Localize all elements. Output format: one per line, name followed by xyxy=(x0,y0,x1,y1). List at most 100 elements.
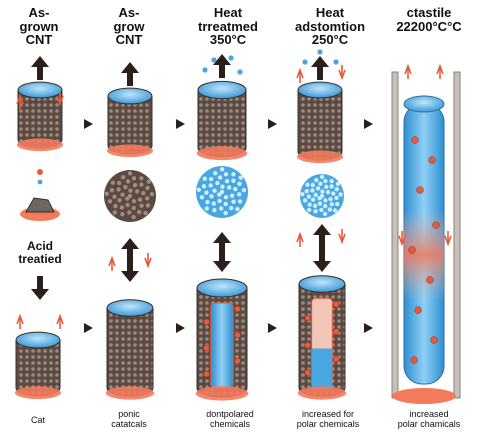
heat-sphere-dot xyxy=(229,193,235,198)
cnt-bottom-4-particle xyxy=(304,369,311,376)
heat-sphere-dot xyxy=(205,199,210,205)
cluster-sphere-dot xyxy=(304,188,309,194)
cluster-sphere-dot xyxy=(331,191,336,196)
heat-sphere-dot xyxy=(208,176,214,182)
cnt-bottom-1-cap xyxy=(15,331,61,349)
column-particle xyxy=(411,136,419,144)
cnt-bottom-3-base xyxy=(195,386,249,401)
column-particle xyxy=(408,246,416,254)
double-arrow-2-shaft xyxy=(127,248,133,272)
double-arrow-4-head-down xyxy=(313,261,331,272)
heat-sphere-dot xyxy=(233,186,238,192)
heat-sphere-dot xyxy=(204,190,209,195)
column-base xyxy=(392,388,456,404)
column-cap xyxy=(403,95,445,113)
catalyst-sphere-dot xyxy=(131,205,136,211)
catalyst-sphere-dot xyxy=(145,185,150,191)
rise-arrow-2 xyxy=(121,62,139,86)
catalyst-sphere-dot xyxy=(110,180,116,185)
cnt-bottom-2-base xyxy=(105,386,155,400)
catalyst-sphere-dot xyxy=(125,196,130,201)
heat-sphere-dot xyxy=(219,167,225,172)
heat-sphere-dot xyxy=(223,210,228,216)
cluster-sphere-dot xyxy=(334,186,340,192)
catalyst-sphere-dot xyxy=(139,176,144,181)
drop-blue xyxy=(37,179,43,185)
rise-arrow-2-head xyxy=(121,62,139,73)
cnt-top-3-cap xyxy=(197,80,247,100)
cnt-bottom-3-particle xyxy=(203,318,210,326)
cluster-sphere-dot xyxy=(335,201,340,207)
cnt-bottom-3-particle xyxy=(203,370,210,378)
catalyst-sphere-dot xyxy=(116,187,121,192)
catalyst-sphere-dot xyxy=(107,199,113,204)
catalyst-sphere-dot xyxy=(146,179,152,184)
cnt-bottom-4-particle xyxy=(333,355,340,363)
cnt-bottom-3-particle xyxy=(234,305,241,313)
cnt-bottom-3-window xyxy=(210,302,234,389)
rock-body xyxy=(25,197,55,213)
column-particle xyxy=(428,156,436,164)
cnt-bottom-4-liquid xyxy=(311,348,333,391)
catalyst-sphere-dot xyxy=(145,203,151,208)
double-arrow-2 xyxy=(121,238,139,282)
cnt-bottom-3-particle xyxy=(234,331,241,339)
heat-sphere-dot xyxy=(231,172,236,177)
catalyst-sphere-dot xyxy=(134,189,140,194)
column-particle xyxy=(426,276,434,284)
flow-arrow-5 xyxy=(84,323,93,333)
double-arrow-4 xyxy=(313,224,331,272)
flow-arrow-4 xyxy=(364,119,373,129)
catalyst-sphere-dot xyxy=(137,197,143,202)
cluster-sphere-dot xyxy=(334,195,339,201)
cnt-bottom-4-particle xyxy=(333,301,340,308)
cnt-bottom-1-base xyxy=(14,386,62,400)
stage-4-title: Heat adstomtion 250°C xyxy=(294,5,366,48)
cnt-bottom-3-particle xyxy=(234,357,241,365)
rise-arrow-1 xyxy=(31,56,49,80)
rise-arrow-3-head xyxy=(213,54,231,65)
catalyst-sphere-dot xyxy=(137,209,142,215)
heat-sphere-dot xyxy=(220,184,225,189)
cluster-sphere-dot xyxy=(324,184,329,190)
flow-arrow-8 xyxy=(364,323,373,333)
catalyst-sphere-dot xyxy=(131,176,137,181)
cnt-bottom-4-particle xyxy=(304,314,311,322)
cluster-sphere-dot xyxy=(318,181,323,186)
rise-arrow-2-shaft xyxy=(127,72,133,86)
column-particle xyxy=(432,221,440,229)
heat-sphere-dot xyxy=(223,194,229,200)
stage-3-result: dontpolared chemicals xyxy=(206,409,254,429)
catalyst-sphere-dot xyxy=(127,210,132,215)
cluster-sphere-dot xyxy=(312,203,318,208)
double-arrow-3-shaft xyxy=(219,242,225,262)
column-right-post xyxy=(453,71,461,399)
cluster-sphere-dot xyxy=(305,182,310,187)
cnt-bottom-2-cap xyxy=(106,299,154,317)
column-particle xyxy=(416,186,424,194)
heat-sphere-dot xyxy=(201,184,207,189)
double-arrow-4-head-up xyxy=(313,224,331,235)
heat-sphere-dot xyxy=(196,187,201,193)
vapor-bubble xyxy=(237,69,243,75)
column-particle xyxy=(414,306,422,314)
heat-sphere-dot xyxy=(229,205,234,211)
catalyst-sphere-dot xyxy=(139,203,144,208)
heat-sphere-dot xyxy=(219,189,225,195)
cnt-bottom-2 xyxy=(105,299,155,400)
catalyst-sphere-dot xyxy=(116,180,122,186)
heat-sphere-dot xyxy=(219,206,224,211)
heat-sphere-dot xyxy=(237,199,243,204)
cluster-sphere-dot xyxy=(335,181,341,187)
cluster-sphere-dot xyxy=(329,178,334,184)
double-arrow-3-head-up xyxy=(213,232,231,243)
catalyst-sphere xyxy=(104,170,156,222)
cnt-bottom-3-cap xyxy=(196,278,248,298)
flow-arrow-6 xyxy=(176,323,185,333)
double-arrow-3 xyxy=(213,232,231,272)
stage-3-title: Heat trreatmed 350°C xyxy=(198,5,258,48)
cnt-bottom-2-body xyxy=(106,307,154,397)
catalyst-sphere-dot xyxy=(131,214,136,220)
cnt-top-1-base xyxy=(16,138,64,152)
heat-sphere-dot xyxy=(212,188,217,193)
